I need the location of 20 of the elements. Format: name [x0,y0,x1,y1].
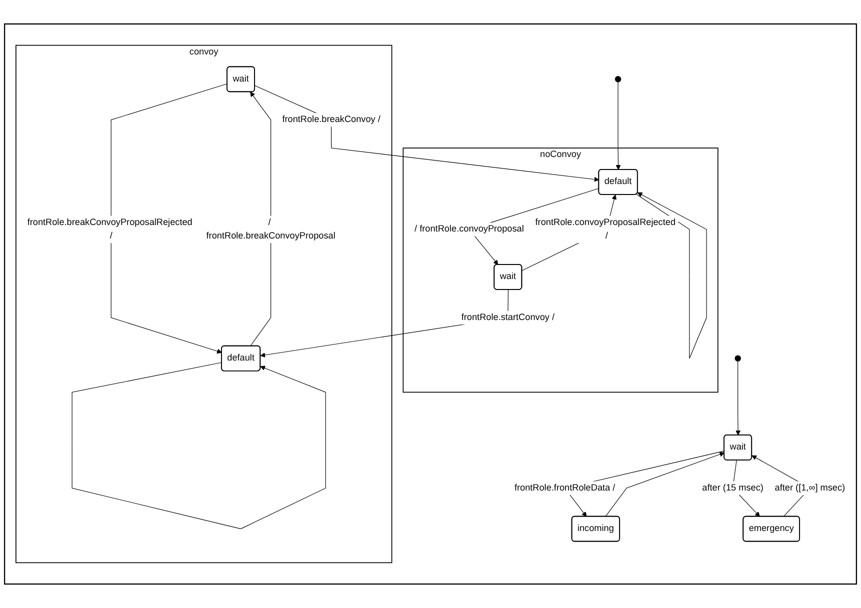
node-circle [734,355,741,362]
arrow [254,85,600,182]
edge-label: / frontRole.convoyProposal [414,224,524,234]
arrow [605,452,725,517]
arrow [736,360,741,436]
edge-label: frontRole.convoyProposalRejected / [535,217,676,241]
edge-label: frontRole.startConvoy / [461,312,554,322]
edge-label: frontRole.breakConvoyProposalRejected / [27,217,192,241]
edge-label: frontRole.frontRoleData / [514,483,616,493]
arrow [616,82,621,170]
edge-label: after ([1,∞] msec) [774,483,846,493]
arrow [110,84,228,354]
node-circle [614,76,622,82]
arrow [636,192,707,359]
edge-label: after (15 msec) [702,483,764,493]
arrow [72,362,326,530]
edge-label: / frontRole.breakConvoyProposal [206,217,336,241]
cluster [4,23,858,585]
edge-label: frontRole.breakConvoy / [282,114,380,124]
arrow [250,92,272,346]
